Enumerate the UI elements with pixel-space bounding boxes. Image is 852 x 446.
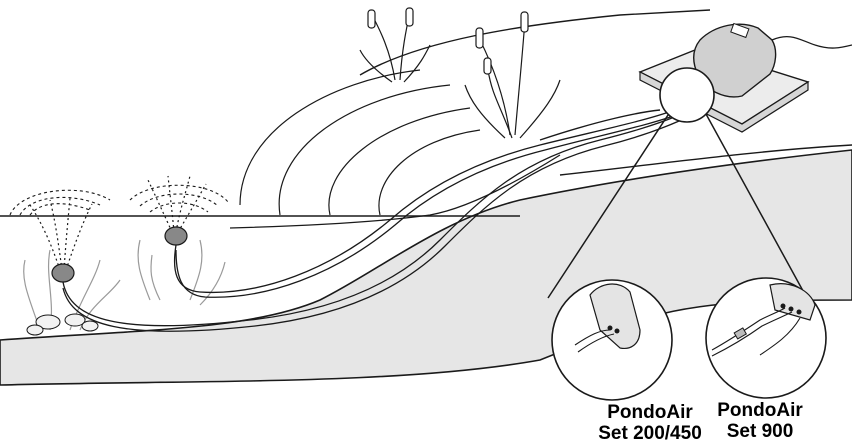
bubble-stream-left xyxy=(30,198,92,270)
detail-circle-set-200-450 xyxy=(552,280,672,400)
detail-circle-set-900 xyxy=(706,278,826,398)
bubble-fountain-left xyxy=(10,190,110,215)
surface-ripples xyxy=(240,70,480,215)
label-set-200-450-line1: PondoAir xyxy=(588,402,712,423)
label-set-200-450-line2: Set 200/450 xyxy=(588,423,712,444)
bubble-fountain-right xyxy=(130,185,228,212)
zoom-circle-pump xyxy=(660,68,714,122)
label-set-900-line2: Set 900 xyxy=(712,421,808,442)
label-set-900-line1: PondoAir xyxy=(712,400,808,421)
bubble-stream-right xyxy=(148,176,206,232)
air-stone-icon xyxy=(52,227,187,282)
label-set-200-450: PondoAir Set 200/450 xyxy=(588,402,712,444)
label-set-900: PondoAir Set 900 xyxy=(712,400,808,442)
